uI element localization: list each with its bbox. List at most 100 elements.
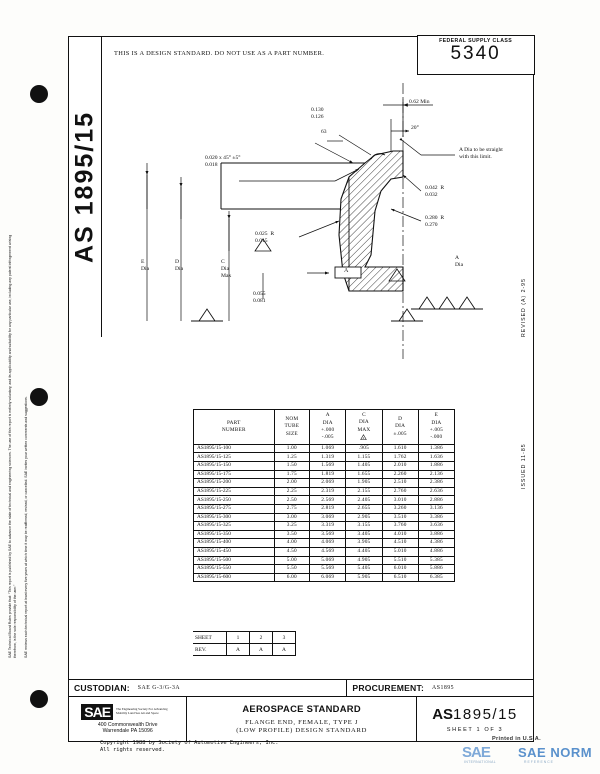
cell-a_dia: 2.069 (309, 478, 347, 488)
document-number-cell: AS1895/15 SHEET 1 OF 3 (417, 697, 533, 741)
cell-part_number: AS1895/15-350 (193, 529, 275, 540)
sheet-row: SHEET 1 2 3 (193, 631, 296, 644)
title-block: CUSTODIAN: SAE G-3/G-3A PROCUREMENT: AS1… (69, 679, 533, 741)
cell-part_number: AS1895/15-600 (193, 572, 275, 583)
cell-nom_tube_size: 2.25 (273, 486, 311, 497)
sae-board-rules-note: SAE Technical Board Rules provide that: … (8, 228, 30, 658)
copyright-line2: All rights reserved. (100, 747, 165, 754)
procurement-cell: PROCUREMENT: AS1895 (347, 680, 533, 696)
standard-title-line2: (LOW PROFILE) DESIGN STANDARD (236, 727, 368, 734)
cell-part_number: AS1895/15-225 (193, 486, 275, 497)
cell-d_dia: 2.510 (381, 478, 419, 488)
cell-d_dia: 6.510 (381, 572, 419, 583)
procurement-value: AS1895 (432, 685, 455, 691)
callout-face-flat: 0.055 0.081 (253, 291, 266, 304)
cell-a_dia: 4.569 (309, 546, 347, 557)
sae-board-rules-note-secondary: SAE reviews each technical report at lea… (24, 396, 29, 658)
cell-d_dia: 6.010 (381, 564, 419, 574)
cell-e_dia: 2.886 (417, 495, 456, 505)
rev-cell-2: A (249, 643, 273, 656)
callout-straightness-note: A Dia to be straight with this limit. (459, 147, 503, 160)
standard-title-cell: AEROSPACE STANDARD FLANGE END, FEMALE, T… (187, 697, 417, 741)
cell-c_dia: 3.405 (345, 529, 383, 540)
title-block-row-main: SAE The Engineering Society For Advancin… (69, 696, 533, 741)
cell-e_dia: 1.386 (417, 443, 456, 454)
cell-part_number: AS1895/15-175 (193, 469, 275, 480)
cell-a_dia: 2.819 (309, 504, 347, 514)
punch-hole (30, 85, 48, 103)
parts-table: PART NUMBER NOM TUBE SIZE A DIA +.000 -.… (193, 409, 456, 583)
sae-wordmark: SAE (81, 703, 114, 720)
col-nom-tube-size: NOM TUBE SIZE (273, 409, 311, 445)
cell-a_dia: 1.569 (309, 461, 347, 471)
cell-part_number: AS1895/15-125 (193, 452, 275, 463)
cell-part_number: AS1895/15-500 (193, 555, 275, 566)
cell-nom_tube_size: 1.00 (273, 443, 311, 454)
sae-norm-watermark: Printed in U.S.A. SAE SAE NORM INTERNATI… (462, 736, 594, 770)
flag-note-4-icon: 4 (360, 434, 368, 440)
cell-d_dia: 5.510 (381, 555, 419, 566)
cell-part_number: AS1895/15-100 (193, 443, 275, 454)
watermark-sae-norm: SAE NORM (518, 745, 593, 760)
title-block-row-custodian: CUSTODIAN: SAE G-3/G-3A PROCUREMENT: AS1… (69, 679, 533, 696)
cell-e_dia: 3.886 (417, 529, 456, 540)
cell-d_dia: 3.260 (381, 504, 419, 514)
svg-text:4: 4 (363, 436, 365, 440)
federal-supply-class-label: FEDERAL SUPPLY CLASS (439, 38, 513, 45)
custodian-value: SAE G-3/G-3A (137, 685, 181, 691)
cell-d_dia: 2.760 (381, 486, 419, 497)
cell-nom_tube_size: 1.50 (273, 461, 311, 471)
standard-number-bar: AS 1895/15 (69, 37, 102, 337)
cell-part_number: AS1895/15-400 (193, 538, 275, 548)
cell-c_dia: 2.155 (345, 486, 383, 497)
sae-logo: SAE The Engineering Society For Advancin… (81, 703, 174, 720)
cell-c_dia: 4.905 (345, 555, 383, 566)
cell-a_dia: 3.569 (309, 529, 347, 540)
cell-a_dia: 1.819 (309, 469, 347, 480)
cell-c_dia: 3.905 (345, 538, 383, 548)
sheet-cell-3: 3 (272, 631, 296, 644)
cell-e_dia: 1.886 (417, 461, 456, 471)
rev-row-label: REV. (193, 643, 227, 656)
cell-d_dia: 2.010 (381, 461, 419, 471)
cell-nom_tube_size: 1.75 (273, 469, 311, 480)
cell-part_number: AS1895/15-325 (193, 521, 275, 531)
punch-hole (30, 690, 48, 708)
standard-title-line1: FLANGE END, FEMALE, TYPE J (245, 718, 359, 726)
sae-logo-cell: SAE The Engineering Society For Advancin… (69, 697, 188, 741)
cell-e_dia: 2.386 (417, 478, 456, 488)
cell-c_dia: 1.905 (345, 478, 383, 488)
cell-d_dia: 3.010 (381, 495, 419, 505)
cell-e_dia: 4.386 (417, 538, 456, 548)
callout-bead-radius: 0.280 R 0.270 (425, 215, 445, 228)
sheet-cell-1: 1 (226, 631, 250, 644)
revised-date: REVISED (A) 2-95 (521, 278, 527, 337)
standard-number-vertical: AS 1895/15 (70, 110, 99, 264)
cell-c_dia: 1.155 (345, 452, 383, 463)
cell-nom_tube_size: 1.25 (273, 452, 311, 463)
sae-address-line1: 400 Commonwealth Drive (97, 721, 158, 728)
federal-supply-class-value: 5340 (450, 43, 501, 65)
rev-row: REV. A A A (193, 643, 296, 656)
sae-board-rules-note-main: SAE Technical Board Rules provide that: … (8, 234, 18, 658)
cell-nom_tube_size: 3.00 (273, 512, 311, 523)
callout-inner-radius: 0.025 R 0.015 (255, 231, 275, 244)
document-number-prefix: AS (432, 705, 454, 723)
cell-d_dia: 1.610 (381, 443, 419, 454)
cell-a_dia: 5.069 (309, 555, 347, 566)
cell-nom_tube_size: 4.50 (273, 546, 311, 557)
custodian-cell: CUSTODIAN: SAE G-3/G-3A (69, 680, 348, 696)
cell-part_number: AS1895/15-150 (193, 461, 275, 471)
callout-angle-20: 20° (411, 125, 419, 131)
printed-in-usa: Printed in U.S.A. (492, 736, 541, 742)
cell-part_number: AS1895/15-300 (193, 512, 275, 523)
